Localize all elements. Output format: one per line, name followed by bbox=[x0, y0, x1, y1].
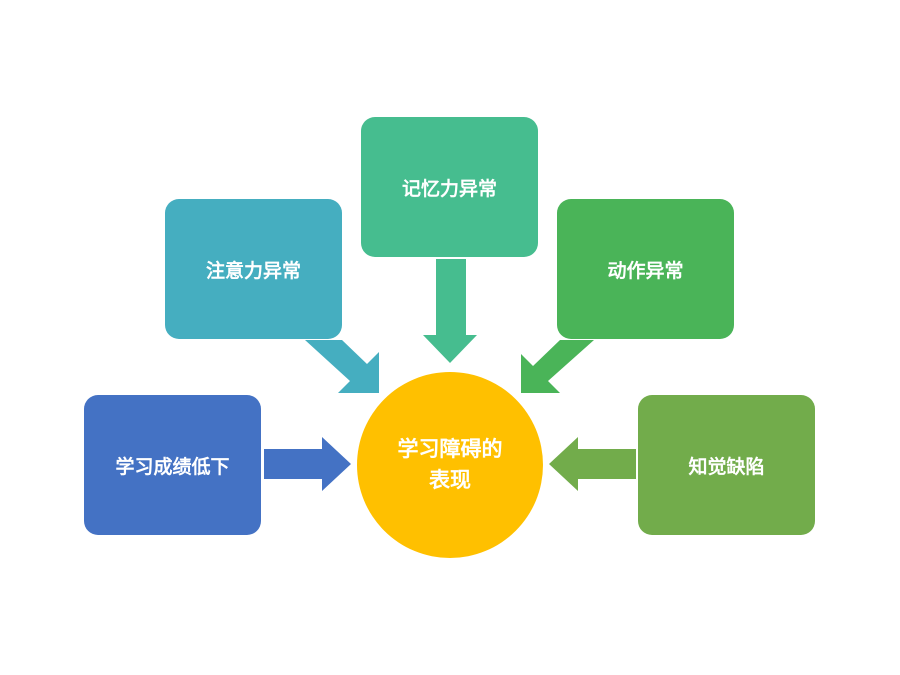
arrow-top-to-center bbox=[423, 259, 477, 363]
box-memory-abnormal: 记忆力异常 bbox=[361, 117, 538, 257]
box-attention-abnormal: 注意力异常 bbox=[165, 199, 342, 339]
box-academic-decline-label: 学习成绩低下 bbox=[115, 455, 230, 478]
center-circle: 学习障碍的 表现 bbox=[357, 372, 543, 558]
center-title-line2: 表现 bbox=[429, 468, 471, 492]
box-memory-abnormal-label: 记忆力异常 bbox=[401, 177, 497, 200]
box-academic-decline: 学习成绩低下 bbox=[84, 395, 261, 535]
arrow-right-to-center bbox=[549, 437, 636, 491]
center-title-line1: 学习障碍的 bbox=[397, 437, 503, 461]
box-motor-abnormal-label: 动作异常 bbox=[607, 259, 684, 282]
box-attention-abnormal-label: 注意力异常 bbox=[205, 259, 301, 282]
arrow-upper-left-to-center bbox=[305, 340, 379, 393]
arrow-upper-right-to-center bbox=[521, 340, 594, 393]
arrow-left-to-center bbox=[264, 437, 351, 491]
box-perception-deficit: 知觉缺陷 bbox=[638, 395, 815, 535]
box-motor-abnormal: 动作异常 bbox=[557, 199, 734, 339]
box-perception-deficit-label: 知觉缺陷 bbox=[688, 455, 765, 478]
